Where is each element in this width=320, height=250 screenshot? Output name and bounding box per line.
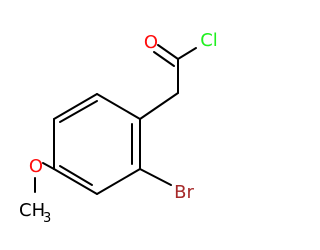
methoxy-oxygen-label: O xyxy=(29,156,43,177)
bond-carbonyl-cl xyxy=(177,47,197,60)
structure-diagram: O Cl Br O CH 3 xyxy=(19,30,218,226)
bond-carbonyl-o-2 xyxy=(153,51,175,67)
methyl-subscript: 3 xyxy=(43,211,51,226)
chlorine-label: Cl xyxy=(200,30,218,51)
bond-ring-br xyxy=(139,168,172,186)
bond-ring-ch2 xyxy=(139,92,179,120)
ring-bond-c3-c4 xyxy=(53,168,98,195)
bond-ring-o xyxy=(42,162,55,170)
carbonyl-oxygen-label: O xyxy=(144,32,158,53)
ring-bond-c6-c1 xyxy=(96,93,141,120)
bond-carbonyl-o-1 xyxy=(157,44,179,60)
methyl-label: CH xyxy=(19,200,45,221)
ring-bond-c2-c3 xyxy=(96,168,141,195)
ring-inner-double-c5-c6 xyxy=(59,100,98,123)
ring-bond-c5-c6 xyxy=(53,93,98,120)
bromine-label: Br xyxy=(174,182,194,203)
benzene-ring xyxy=(53,93,141,195)
ring-inner-double-c3-c4 xyxy=(59,165,93,186)
